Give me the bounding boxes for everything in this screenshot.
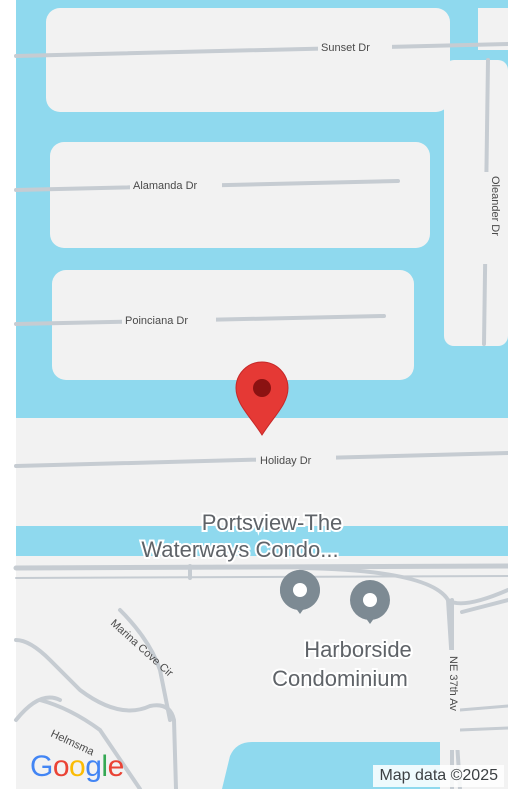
road-marina xyxy=(118,608,172,722)
road-stub-right xyxy=(458,704,508,732)
place-label-portsview-2: Waterways Condo... xyxy=(141,537,338,562)
poi-pin-icon[interactable] xyxy=(279,570,320,614)
street-label-poinciana: Poinciana Dr xyxy=(125,315,188,327)
road-sunset xyxy=(14,42,508,58)
street-label-sunset: Sunset Dr xyxy=(321,42,370,54)
street-label-alamanda: Alamanda Dr xyxy=(133,180,198,192)
map-margin xyxy=(0,0,16,789)
street-label-holiday: Holiday Dr xyxy=(260,455,312,467)
street-label-oleander: Oleander Dr xyxy=(489,176,501,236)
logo-letter: o xyxy=(52,750,70,783)
road-loop xyxy=(188,564,462,789)
road-helmsman xyxy=(38,698,142,789)
land-block-oleander xyxy=(444,60,508,346)
land-block-holiday xyxy=(16,418,508,526)
place-label-harborside-2: Condominium xyxy=(272,666,408,691)
road-lower-1 xyxy=(13,563,508,571)
road-lower-2 xyxy=(15,575,508,579)
map-attribution[interactable]: Map data ©2025 xyxy=(373,765,504,787)
location-marker-icon[interactable] xyxy=(235,361,289,436)
logo-letter: e xyxy=(107,750,125,783)
logo-letter: o xyxy=(69,750,86,783)
land-block-poinciana xyxy=(52,270,414,380)
land-block-sunset xyxy=(46,8,450,112)
logo-letter: l xyxy=(101,750,108,783)
road-west-bottom xyxy=(14,695,62,722)
logo-letter: g xyxy=(85,750,102,783)
poi-pin-icon[interactable] xyxy=(350,580,390,624)
land-block-alamanda xyxy=(50,142,430,248)
place-label-harborside-1: Harborside xyxy=(304,637,412,662)
street-label-ne-37th: NE 37th Av xyxy=(447,656,459,711)
google-logo[interactable]: Google xyxy=(30,752,124,782)
place-label-portsview-1: Portsview-The xyxy=(202,510,343,535)
logo-letter: G xyxy=(30,750,53,783)
